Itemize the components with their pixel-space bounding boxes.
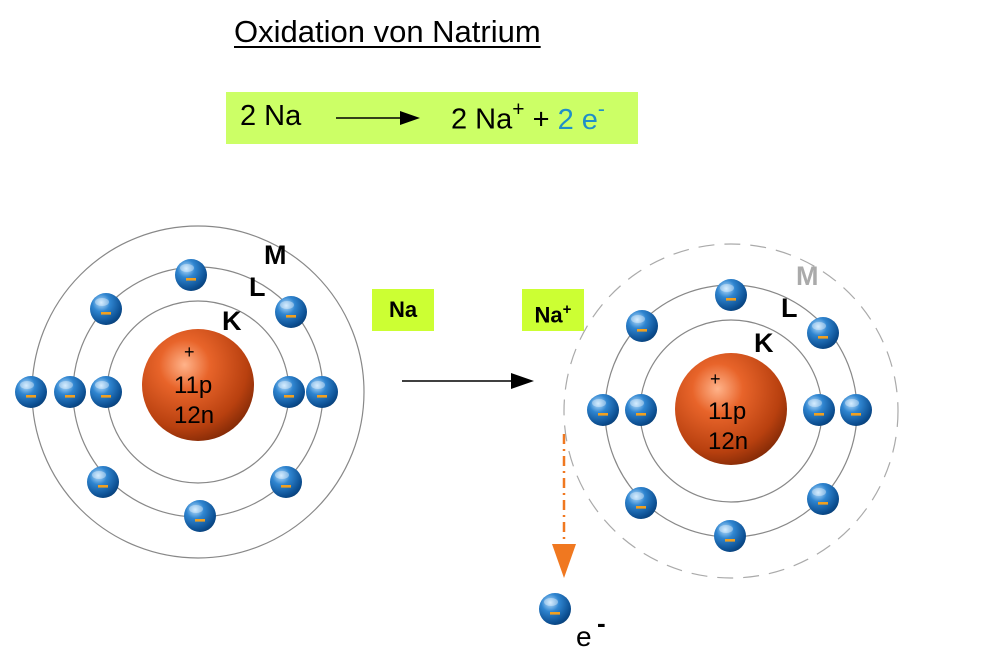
equation-ion-charge: +: [512, 98, 525, 121]
electron-left-l7: [54, 376, 86, 408]
label-na-text: Na: [388, 297, 418, 322]
electron-release: e -: [539, 434, 606, 652]
electron-right-l5: [714, 520, 746, 552]
electron-right-k2: [803, 394, 835, 426]
shell-label-k-right: K: [754, 328, 774, 358]
shell-label-m-right: M: [796, 261, 819, 291]
equation-reactant-text: 2 Na: [240, 100, 302, 132]
nucleus-left-charge: +: [184, 342, 195, 362]
electron-right-l3: [840, 394, 872, 426]
shell-m-right: [563, 243, 899, 579]
equation-electron-text: 2 e: [557, 103, 598, 136]
released-electron: [539, 593, 571, 625]
shell-label-m-left: M: [264, 240, 287, 270]
electron-left-l3: [306, 376, 338, 408]
released-electron-charge: -: [597, 608, 606, 638]
electron-right-l2: [807, 317, 839, 349]
shell-label-l-left: L: [249, 272, 266, 302]
electron-left-m1: [15, 376, 47, 408]
nucleus-left-protons: 11p: [174, 372, 212, 399]
nucleus-right-charge: +: [710, 369, 721, 389]
page-title: Oxidation von Natrium: [234, 14, 541, 49]
nucleus-left-neutrons: 12n: [174, 402, 214, 429]
equation-ion: 2 Na: [451, 103, 513, 136]
equation-products: 2 Na+ + 2 e-: [451, 98, 605, 137]
electron-right-l8: [626, 310, 658, 342]
shell-label-l-right: L: [781, 293, 798, 323]
label-na-ion: Na+: [522, 289, 584, 331]
electron-left-l6: [87, 466, 119, 498]
nucleus-right-neutrons: 12n: [708, 428, 748, 455]
electron-right-l1: [715, 279, 747, 311]
label-na: Na: [372, 289, 434, 331]
electron-left-l5: [184, 500, 216, 532]
release-arrow-icon: [552, 544, 576, 578]
electron-left-l8: [90, 293, 122, 325]
nucleus-right-protons: 11p: [708, 398, 746, 425]
equation-electron: 2 e-: [557, 98, 605, 136]
electron-left-l1: [175, 259, 207, 291]
reaction-arrow-icon: [336, 111, 420, 125]
electron-right-l7: [587, 394, 619, 426]
electron-right-k1: [625, 394, 657, 426]
electron-left-k1: [90, 376, 122, 408]
equation-plus: +: [532, 103, 550, 136]
electron-left-k2: [273, 376, 305, 408]
atom-left: + 11p 12n K L M: [15, 225, 365, 559]
electron-left-l4: [270, 466, 302, 498]
label-na-ion-text: Na: [534, 302, 563, 328]
electron-left-l2: [275, 296, 307, 328]
electron-right-l4: [807, 483, 839, 515]
equation-reactant: 2 Na: [240, 100, 301, 133]
equation-electron-charge: -: [597, 98, 605, 121]
nucleus-right: [675, 353, 787, 465]
label-na-ion-charge: +: [562, 301, 572, 318]
transition-arrow-icon: [402, 373, 534, 389]
shell-label-k-left: K: [222, 306, 242, 336]
electron-right-l6: [625, 487, 657, 519]
equation-box: [226, 92, 638, 144]
released-electron-label: e: [576, 621, 592, 652]
atom-right: + 11p 12n K L M: [563, 243, 899, 579]
nucleus-left: [142, 329, 254, 441]
